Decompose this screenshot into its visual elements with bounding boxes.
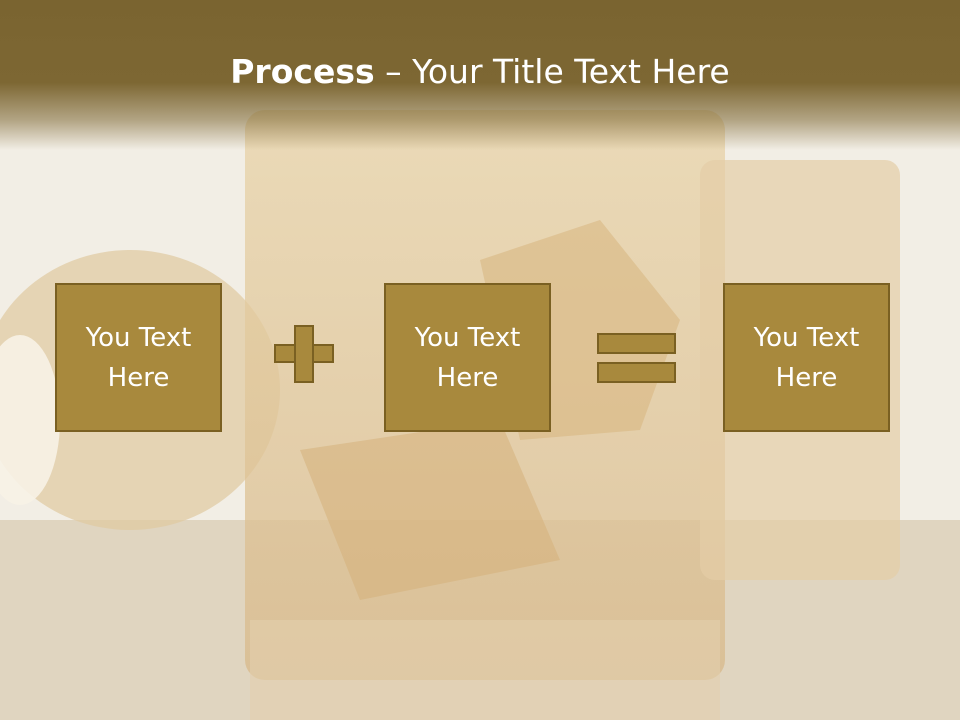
text-box-1-label: You Text Here [85,322,192,393]
title-rest: – Your Title Text Here [374,52,730,91]
text-box-3[interactable]: You Text Here [723,283,890,432]
slide-title: Process – Your Title Text Here [0,52,960,91]
text-box-2-label: You Text Here [414,322,521,393]
text-box-2[interactable]: You Text Here [384,283,551,432]
text-box-1[interactable]: You Text Here [55,283,222,432]
text-box-3-label: You Text Here [753,322,860,393]
title-bold: Process [230,52,375,91]
title-bar: Process – Your Title Text Here [0,0,960,150]
